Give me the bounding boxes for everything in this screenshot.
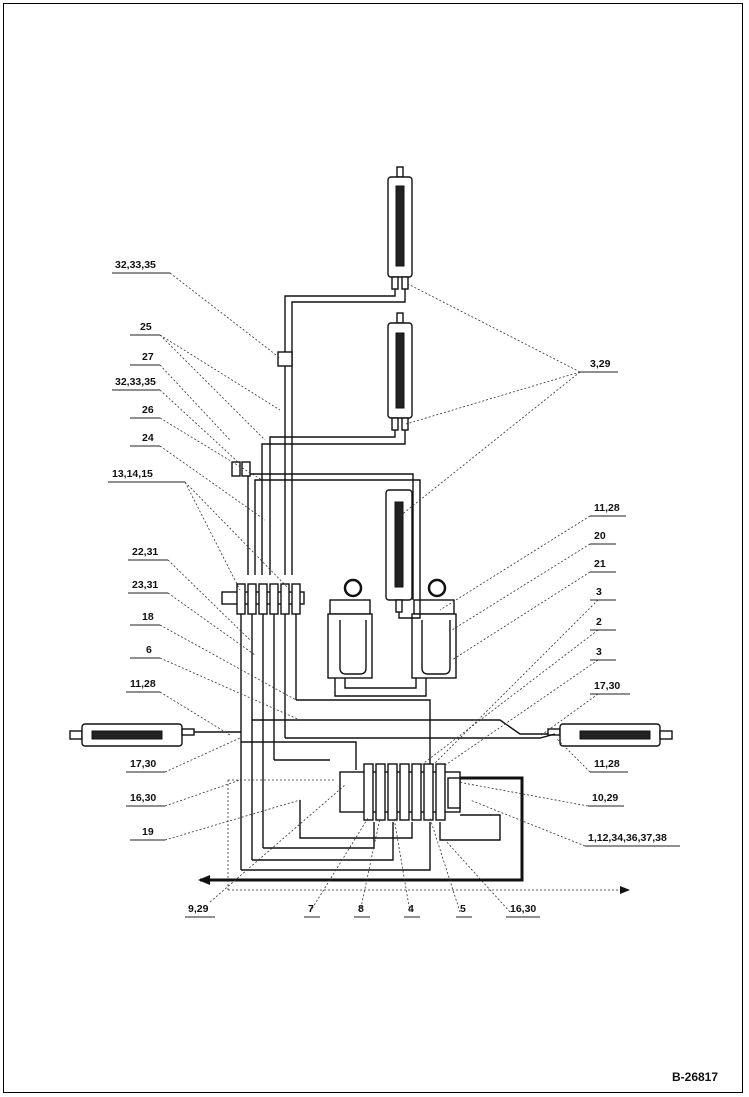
callout-1-12-34-36-37-38: 1,12,34,36,37,38 bbox=[588, 832, 667, 844]
callout-22-31: 22,31 bbox=[132, 546, 158, 558]
pipe-network bbox=[194, 289, 630, 894]
callout-3-29: 3,29 bbox=[590, 358, 611, 370]
cylinder-lower bbox=[385, 489, 413, 613]
cylinder-top bbox=[387, 166, 413, 290]
callout-32-33-35-mid: 32,33,35 bbox=[115, 376, 156, 388]
drawing-frame bbox=[3, 3, 743, 1093]
callout-11-28-right-top: 11,28 bbox=[594, 502, 620, 514]
callout-23-31: 23,31 bbox=[132, 579, 158, 591]
callout-8: 8 bbox=[358, 903, 364, 915]
callout-16-30-bottom: 16,30 bbox=[510, 903, 536, 915]
callout-11-28-right-bottom: 11,28 bbox=[594, 758, 620, 770]
hook-right bbox=[411, 578, 457, 679]
drawing-code: B-26817 bbox=[672, 1070, 718, 1084]
callout-10-29: 10,29 bbox=[592, 792, 618, 804]
callout-16-30-left: 16,30 bbox=[130, 792, 156, 804]
callout-27: 27 bbox=[142, 351, 154, 363]
callout-20: 20 bbox=[594, 530, 606, 542]
leader-lines bbox=[159, 272, 599, 913]
callout-24: 24 bbox=[142, 432, 154, 444]
callout-18: 18 bbox=[142, 611, 154, 623]
cylinder-left bbox=[69, 723, 195, 747]
callout-32-33-35-top: 32,33,35 bbox=[115, 259, 156, 271]
callout-4: 4 bbox=[408, 903, 414, 915]
callout-2: 2 bbox=[596, 616, 602, 628]
cylinder-right bbox=[547, 723, 673, 747]
callout-5: 5 bbox=[460, 903, 466, 915]
callout-7: 7 bbox=[308, 903, 314, 915]
callout-labels: 32,33,35 25 27 32,33,35 26 24 13,14,15 2… bbox=[108, 259, 680, 918]
cylinder-middle bbox=[387, 312, 413, 431]
callout-11-28-left: 11,28 bbox=[130, 678, 156, 690]
callout-25: 25 bbox=[140, 321, 152, 333]
callout-26: 26 bbox=[142, 404, 154, 416]
callout-13-14-15: 13,14,15 bbox=[112, 468, 153, 480]
callout-21: 21 bbox=[594, 558, 606, 570]
callout-17-30-right: 17,30 bbox=[594, 680, 620, 692]
callout-3-b: 3 bbox=[596, 646, 602, 658]
callout-17-30-left: 17,30 bbox=[130, 758, 156, 770]
callout-19: 19 bbox=[142, 826, 154, 838]
callout-3-a: 3 bbox=[596, 586, 602, 598]
hook-left bbox=[327, 578, 373, 679]
callout-6: 6 bbox=[146, 644, 152, 656]
callout-9-29: 9,29 bbox=[188, 903, 209, 915]
